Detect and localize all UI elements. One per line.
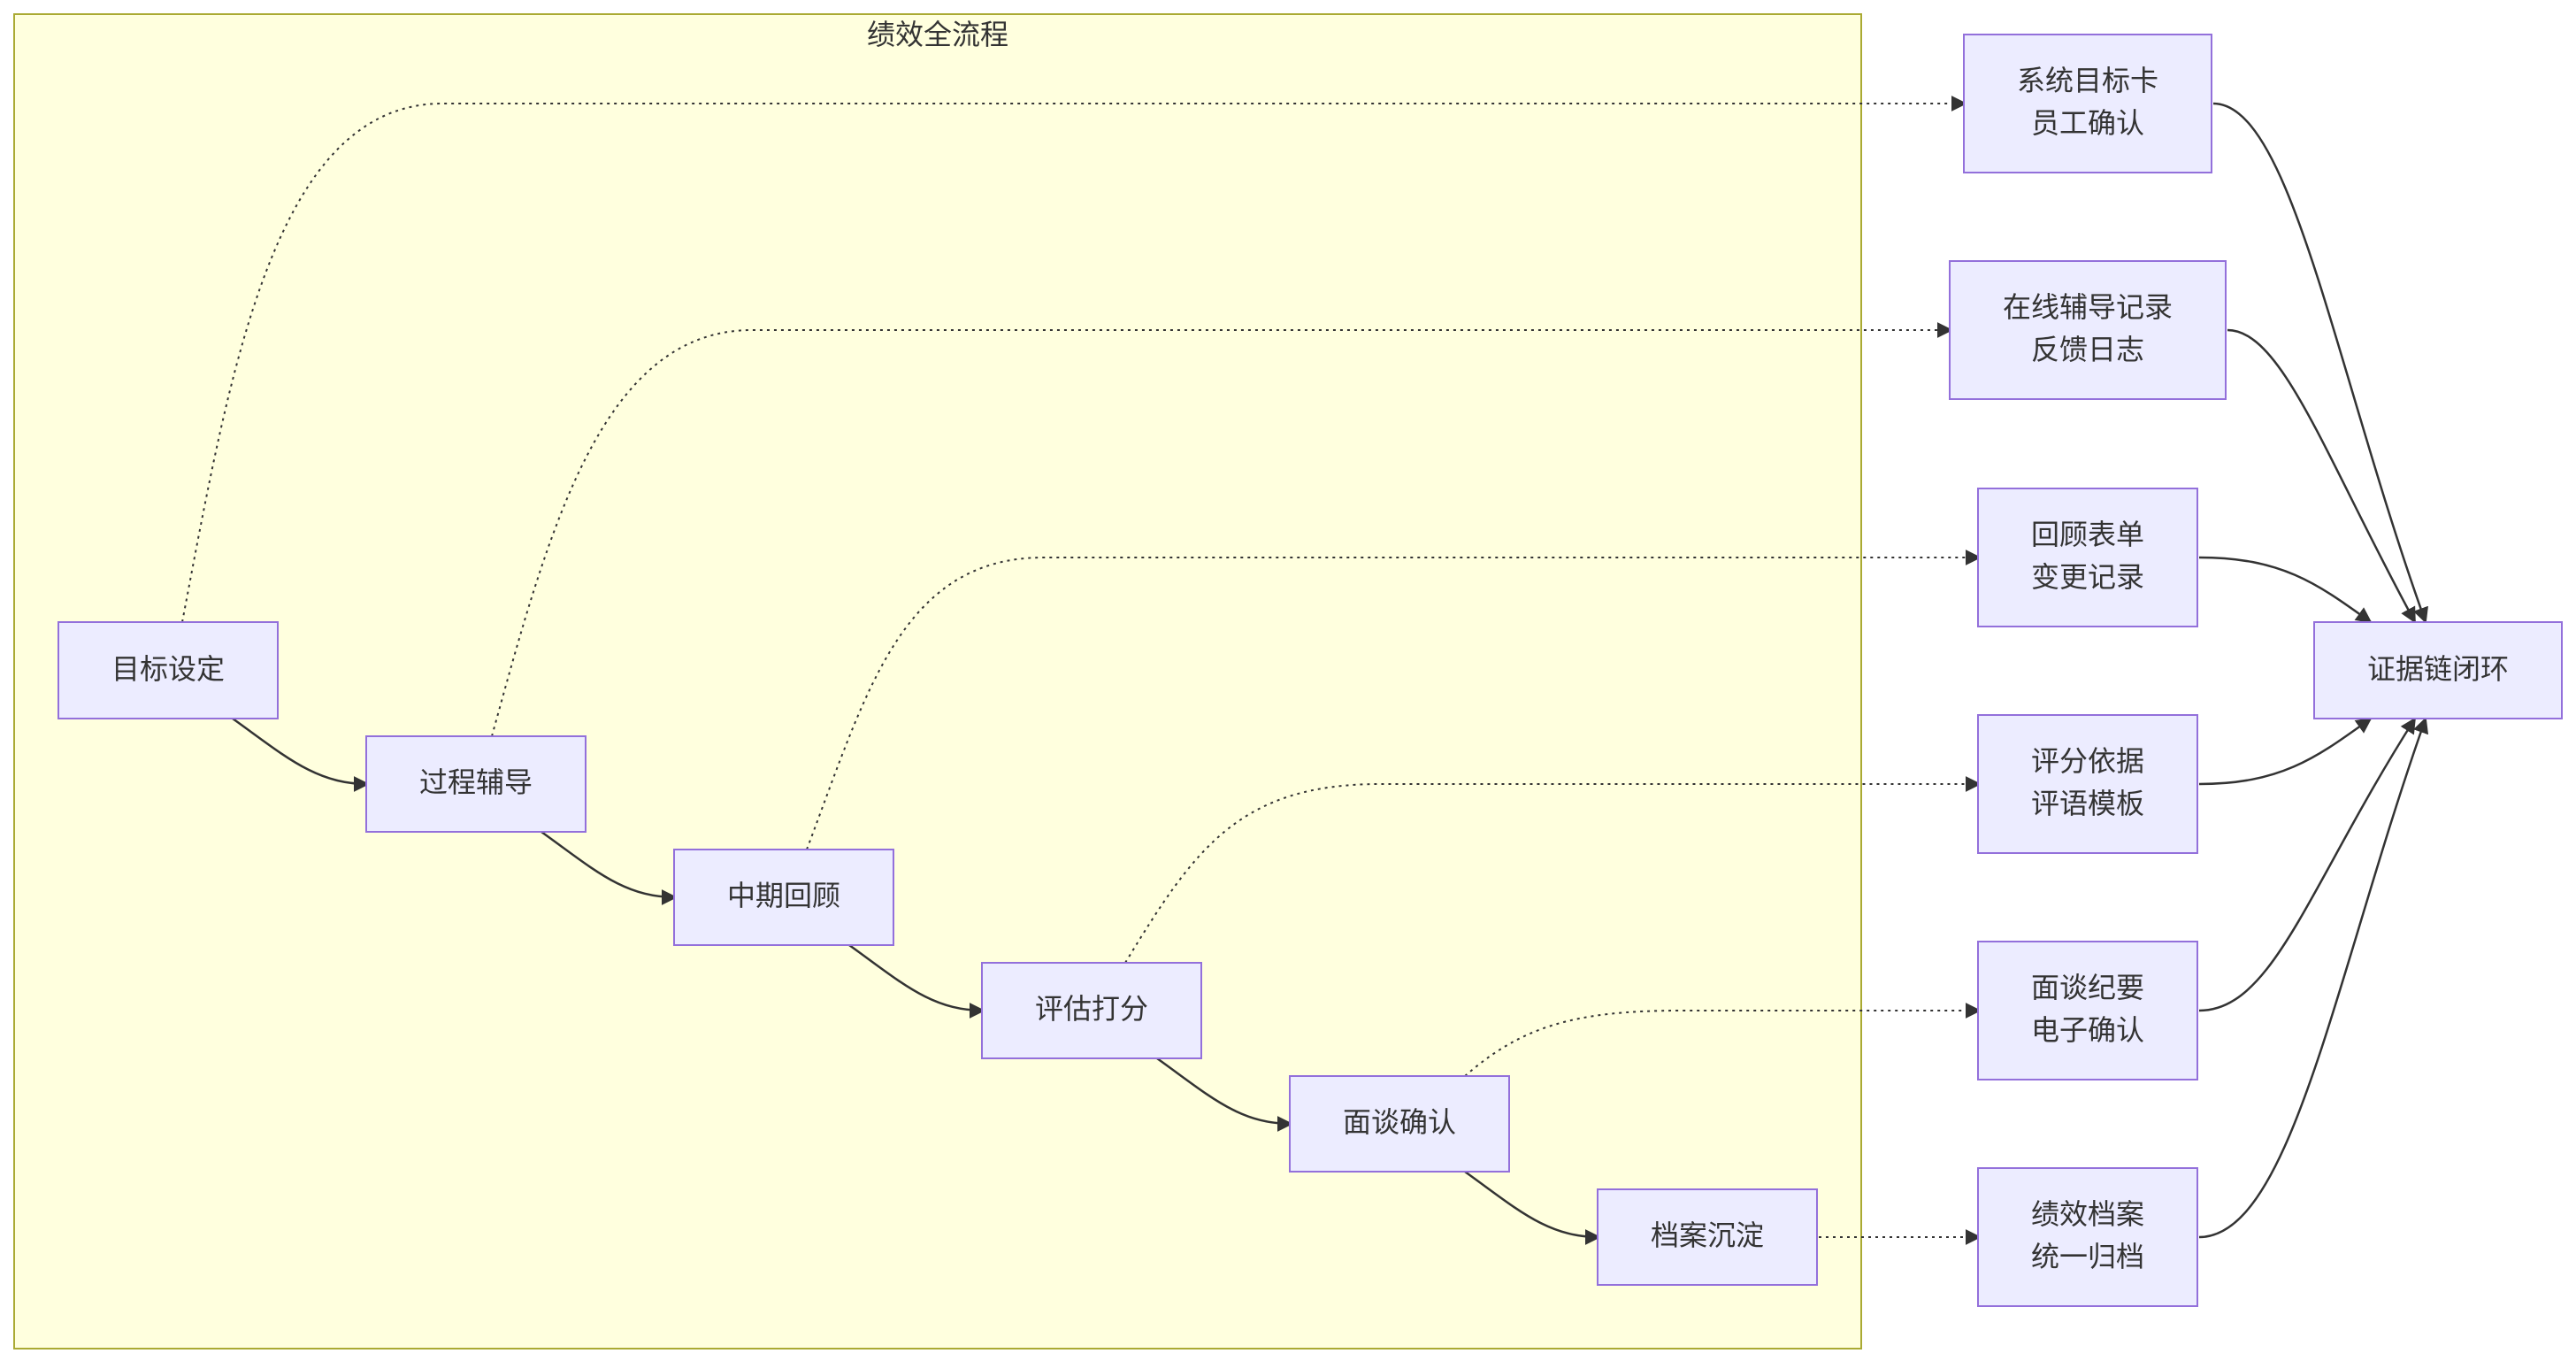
edge-goal-to-ev1	[181, 96, 1967, 623]
node-ev2-line2: 反馈日志	[2031, 333, 2144, 366]
node-archive[interactable]: 档案沉淀	[1597, 1188, 1818, 1286]
node-ev1-line1: 系统目标卡	[2017, 64, 2158, 97]
node-coach[interactable]: 过程辅导	[365, 735, 586, 833]
edge-goal-to-coach	[232, 717, 370, 792]
node-ev6-line1: 绩效档案	[2031, 1197, 2144, 1231]
cluster-box	[13, 13, 1862, 1349]
edge-midreview-to-scoring	[848, 943, 985, 1019]
node-ev2-line1: 在线辅导记录	[2003, 290, 2173, 324]
node-scoring-label: 评估打分	[1035, 992, 1148, 1026]
node-ev5-line1: 面谈纪要	[2031, 971, 2144, 1004]
edge-coach-to-midreview	[540, 830, 678, 905]
node-closure[interactable]: 证据链闭环	[2313, 621, 2563, 719]
node-ev2-box	[1949, 260, 2227, 400]
edge-ev3-to-closure	[2198, 556, 2373, 624]
node-ev5-box	[1977, 941, 2198, 1080]
edge-ev5-to-closure	[2198, 717, 2417, 1012]
edge-interview-to-ev5	[1464, 1003, 1982, 1077]
node-goal-box	[58, 621, 279, 719]
node-interview[interactable]: 面谈确认	[1289, 1075, 1510, 1173]
edge-ev1-to-closure	[2212, 102, 2428, 624]
edge-coach-to-ev2	[491, 322, 1953, 737]
node-ev3-box	[1977, 488, 2198, 627]
node-coach-box	[365, 735, 586, 833]
node-ev1-box	[1963, 34, 2212, 173]
node-goal[interactable]: 目标设定	[58, 621, 279, 719]
edge-ev4-to-closure	[2198, 717, 2373, 786]
node-ev4-line1: 评分依据	[2031, 744, 2144, 778]
cluster-performance-process: 绩效全流程	[13, 13, 1862, 1349]
node-interview-label: 面谈确认	[1343, 1105, 1456, 1139]
node-ev4-box	[1977, 714, 2198, 854]
node-ev4-line2: 评语模板	[2031, 787, 2144, 820]
cluster-title: 绩效全流程	[867, 18, 1008, 51]
edge-scoring-to-interview	[1156, 1057, 1293, 1132]
node-ev1-line2: 员工确认	[2031, 106, 2144, 140]
nodes-layer: 目标设定 过程辅导 中期回顾 评估打分 面谈确认 档案沉淀 系统目标卡 员工确认	[58, 34, 2563, 1307]
node-coach-label: 过程辅导	[419, 765, 533, 799]
node-ev5-line2: 电子确认	[2031, 1013, 2144, 1047]
node-ev6-box	[1977, 1167, 2198, 1307]
node-archive-label: 档案沉淀	[1651, 1219, 1764, 1252]
edge-ev6-to-closure	[2198, 717, 2429, 1239]
node-ev5[interactable]: 面谈纪要 电子确认	[1977, 941, 2198, 1080]
node-ev3-line1: 回顾表单	[2031, 518, 2144, 551]
node-archive-box	[1597, 1188, 1818, 1286]
node-closure-box	[2313, 621, 2563, 719]
node-midreview[interactable]: 中期回顾	[673, 849, 894, 946]
node-midreview-label: 中期回顾	[727, 879, 840, 912]
node-ev6[interactable]: 绩效档案 统一归档	[1977, 1167, 2198, 1307]
node-goal-label: 目标设定	[111, 652, 225, 686]
edge-interview-to-archive	[1464, 1170, 1601, 1245]
node-ev4[interactable]: 评分依据 评语模板	[1977, 714, 2198, 854]
node-ev3[interactable]: 回顾表单 变更记录	[1977, 488, 2198, 627]
edge-ev2-to-closure	[2227, 328, 2417, 624]
node-interview-box	[1289, 1075, 1510, 1173]
node-ev1[interactable]: 系统目标卡 员工确认	[1963, 34, 2212, 173]
node-scoring-box	[981, 962, 1202, 1059]
node-scoring[interactable]: 评估打分	[981, 962, 1202, 1059]
node-ev2[interactable]: 在线辅导记录 反馈日志	[1949, 260, 2227, 400]
node-midreview-box	[673, 849, 894, 946]
edge-midreview-to-ev3	[806, 550, 1982, 850]
node-closure-label: 证据链闭环	[2367, 652, 2509, 686]
edges-layer	[181, 96, 2429, 1245]
node-ev3-line2: 变更记录	[2031, 560, 2144, 594]
node-ev6-line2: 统一归档	[2031, 1240, 2144, 1273]
